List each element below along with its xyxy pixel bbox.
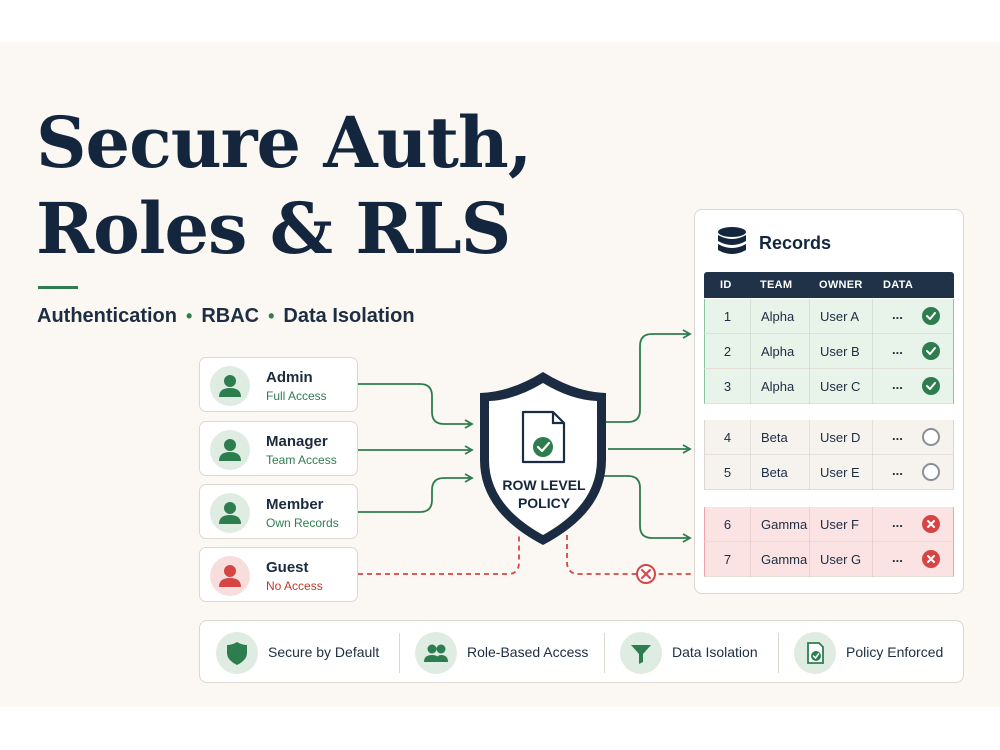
subtitle-separator: • [268,306,275,326]
column-header-data: DATA [883,279,914,291]
x-circle-icon [922,550,940,568]
document-check-icon [794,632,836,674]
check-circle-icon [922,307,940,325]
role-name: Manager [266,433,328,450]
column-header-team: TEAM [760,279,793,291]
table-row[interactable]: 5 Beta User E ... [704,455,954,490]
role-card-admin[interactable]: Admin Full Access [199,357,358,412]
page-title: Secure Auth, Roles & RLS [36,100,532,272]
cell-team: Beta [761,430,788,445]
cell-owner: User C [820,379,861,394]
cell-data: ... [892,463,903,478]
role-name: Guest [266,559,309,576]
role-name: Member [266,496,324,513]
feature-label: Policy Enforced [846,644,944,660]
table-row[interactable]: 3 Alpha User C ... [704,369,954,404]
cell-data: ... [892,428,903,443]
policy-label: ROW LEVEL POLICY [486,476,602,512]
cell-id: 1 [723,309,732,324]
cell-id: 6 [723,517,732,532]
cell-id: 5 [723,465,732,480]
cell-team: Gamma [761,552,808,567]
connector-to-gamma [604,475,692,543]
role-access: Team Access [266,453,337,467]
cell-owner: User D [820,430,861,445]
cell-data: ... [892,342,903,357]
policy-label-line-1: ROW LEVEL [502,477,586,493]
cell-owner: User B [820,344,860,359]
divider [604,633,605,673]
x-circle-icon [922,515,940,533]
subtitle: Authentication • RBAC • Data Isolation [37,305,415,328]
table-row[interactable]: 1 Alpha User A ... [704,299,954,334]
role-card-guest[interactable]: Guest No Access [199,547,358,602]
cell-id: 2 [723,344,732,359]
empty-circle-icon [922,428,940,446]
cell-id: 3 [723,379,732,394]
table-row[interactable]: 4 Beta User D ... [704,420,954,455]
check-circle-icon [922,342,940,360]
cell-owner: User E [820,465,860,480]
cell-team: Alpha [761,309,795,324]
cell-team: Beta [761,465,788,480]
check-circle-icon [922,377,940,395]
cell-id: 4 [723,430,732,445]
connector-admin [358,383,474,429]
user-icon [210,366,250,406]
cell-data: ... [892,377,903,392]
document-check-icon [521,410,566,464]
role-access: No Access [266,579,323,593]
filter-icon [620,632,662,674]
title-underline [38,286,78,289]
cell-id: 7 [723,552,732,567]
role-name: Admin [266,369,313,386]
cell-team: Gamma [761,517,808,532]
title-line-1: Secure Auth, [36,101,532,184]
connector-blocked [566,535,692,575]
role-card-manager[interactable]: Manager Team Access [199,421,358,476]
user-icon [210,556,250,596]
role-access: Full Access [266,389,327,403]
connector-guest-denied [358,535,520,575]
shield-icon [216,632,258,674]
cell-owner: User F [820,517,859,532]
blocked-x-icon [636,564,656,584]
table-row[interactable]: 6 Gamma User F ... [704,507,954,542]
feature-label: Role-Based Access [467,644,589,660]
cell-team: Alpha [761,379,795,394]
divider [399,633,400,673]
cell-owner: User A [820,309,860,324]
column-header-owner: OWNER [819,279,863,291]
policy-label-line-2: POLICY [517,495,571,511]
column-header-id: ID [720,279,732,291]
subtitle-separator: • [186,306,193,326]
cell-owner: User G [820,552,862,567]
cell-data: ... [892,515,903,530]
user-icon [210,430,250,470]
records-title: Records [759,233,832,253]
title-line-2: Roles & RLS [36,187,511,270]
cell-data: ... [892,550,903,565]
feature-label: Data Isolation [672,644,758,660]
user-icon [210,493,250,533]
records-table-header: ID TEAM OWNER DATA [704,272,954,298]
empty-circle-icon [922,463,940,481]
cell-team: Alpha [761,344,795,359]
connector-to-alpha [606,329,692,423]
feature-bar: Secure by Default Role-Based Access Data… [199,620,964,683]
divider [778,633,779,673]
users-icon [415,632,457,674]
subtitle-item-authentication: Authentication [37,305,177,327]
connector-member [358,473,474,513]
subtitle-item-rbac: RBAC [201,305,260,327]
role-access: Own Records [266,516,339,530]
table-row[interactable]: 7 Gamma User G ... [704,542,954,577]
database-icon [715,225,749,264]
cell-data: ... [892,307,903,322]
feature-label: Secure by Default [268,644,380,660]
subtitle-item-data-isolation: Data Isolation [283,305,415,327]
table-row[interactable]: 2 Alpha User B ... [704,334,954,369]
role-card-member[interactable]: Member Own Records [199,484,358,539]
